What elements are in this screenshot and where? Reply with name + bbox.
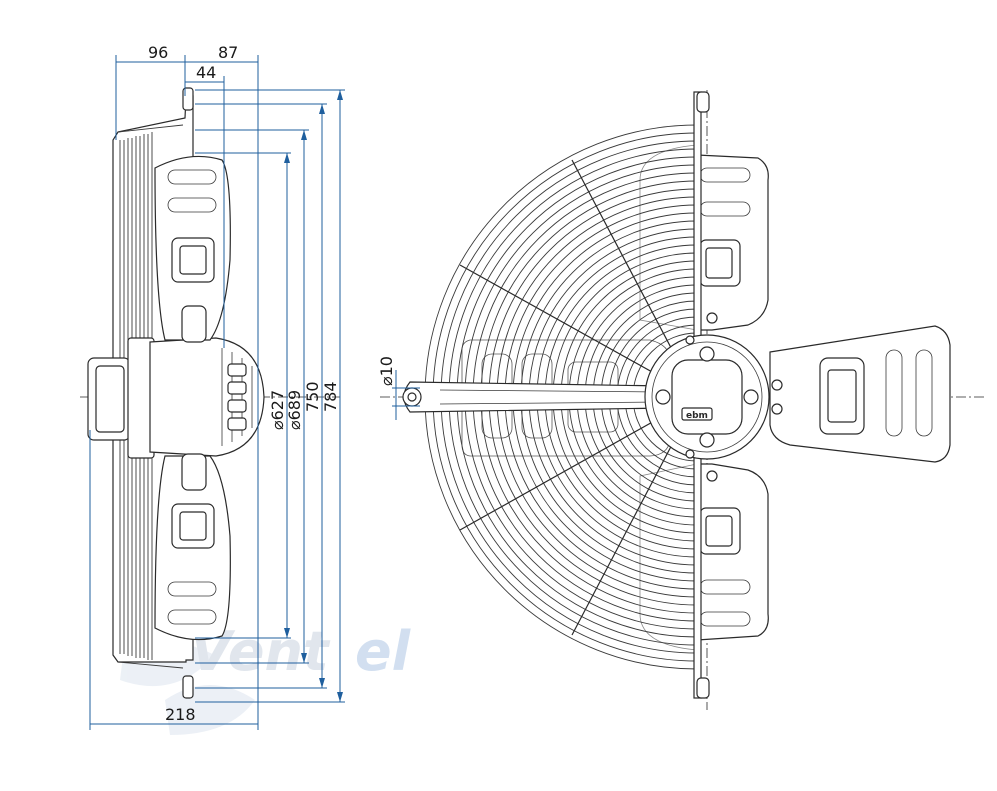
hub-bolt-right [743, 389, 759, 405]
dim-218-label: 218 [165, 705, 196, 724]
hub-bolt-bottom [699, 432, 715, 448]
dim-218: 218 [89, 430, 258, 730]
dim-689: ⌀689 [195, 129, 309, 664]
front-blade-lower-right [639, 463, 769, 651]
dim-750-label: 750 [303, 381, 322, 412]
dim-784: 784 [195, 89, 345, 703]
front-view: ⌀10 ebm [377, 90, 985, 710]
front-bracket-top [696, 91, 710, 113]
watermark-text-el: el [355, 620, 412, 683]
front-mounting-arm [402, 381, 666, 413]
side-guard-bracket-bottom [182, 675, 194, 699]
dim-44-label: 44 [196, 63, 216, 82]
motor-label: ebm [686, 411, 708, 421]
side-motor [87, 337, 265, 459]
front-hub: ebm [644, 312, 783, 482]
dim-96-label: 96 [148, 43, 168, 62]
dim-87: 87 [185, 43, 259, 730]
dim-87-label: 87 [218, 43, 238, 62]
front-blade-upper-right [639, 144, 769, 331]
dim-689-label: ⌀689 [285, 390, 304, 430]
dim-10-label: ⌀10 [377, 356, 396, 386]
dim-44: 44 [185, 63, 225, 348]
front-bracket-bottom [696, 677, 710, 699]
hub-bolt-left [655, 389, 671, 405]
dim-96: 96 [115, 43, 186, 140]
side-blade-bottom [154, 453, 231, 641]
side-blade-top [154, 155, 231, 343]
dim-627: ⌀627 [195, 152, 291, 639]
dim-784-label: 784 [321, 381, 340, 412]
front-blade-right [769, 325, 951, 463]
side-view: 96 87 44 218 ⌀627 [80, 43, 345, 730]
dim-627-label: ⌀627 [268, 390, 287, 430]
hub-bolt-top [699, 346, 715, 362]
dim-750: 750 [195, 103, 327, 689]
dim-10: ⌀10 [377, 356, 420, 420]
